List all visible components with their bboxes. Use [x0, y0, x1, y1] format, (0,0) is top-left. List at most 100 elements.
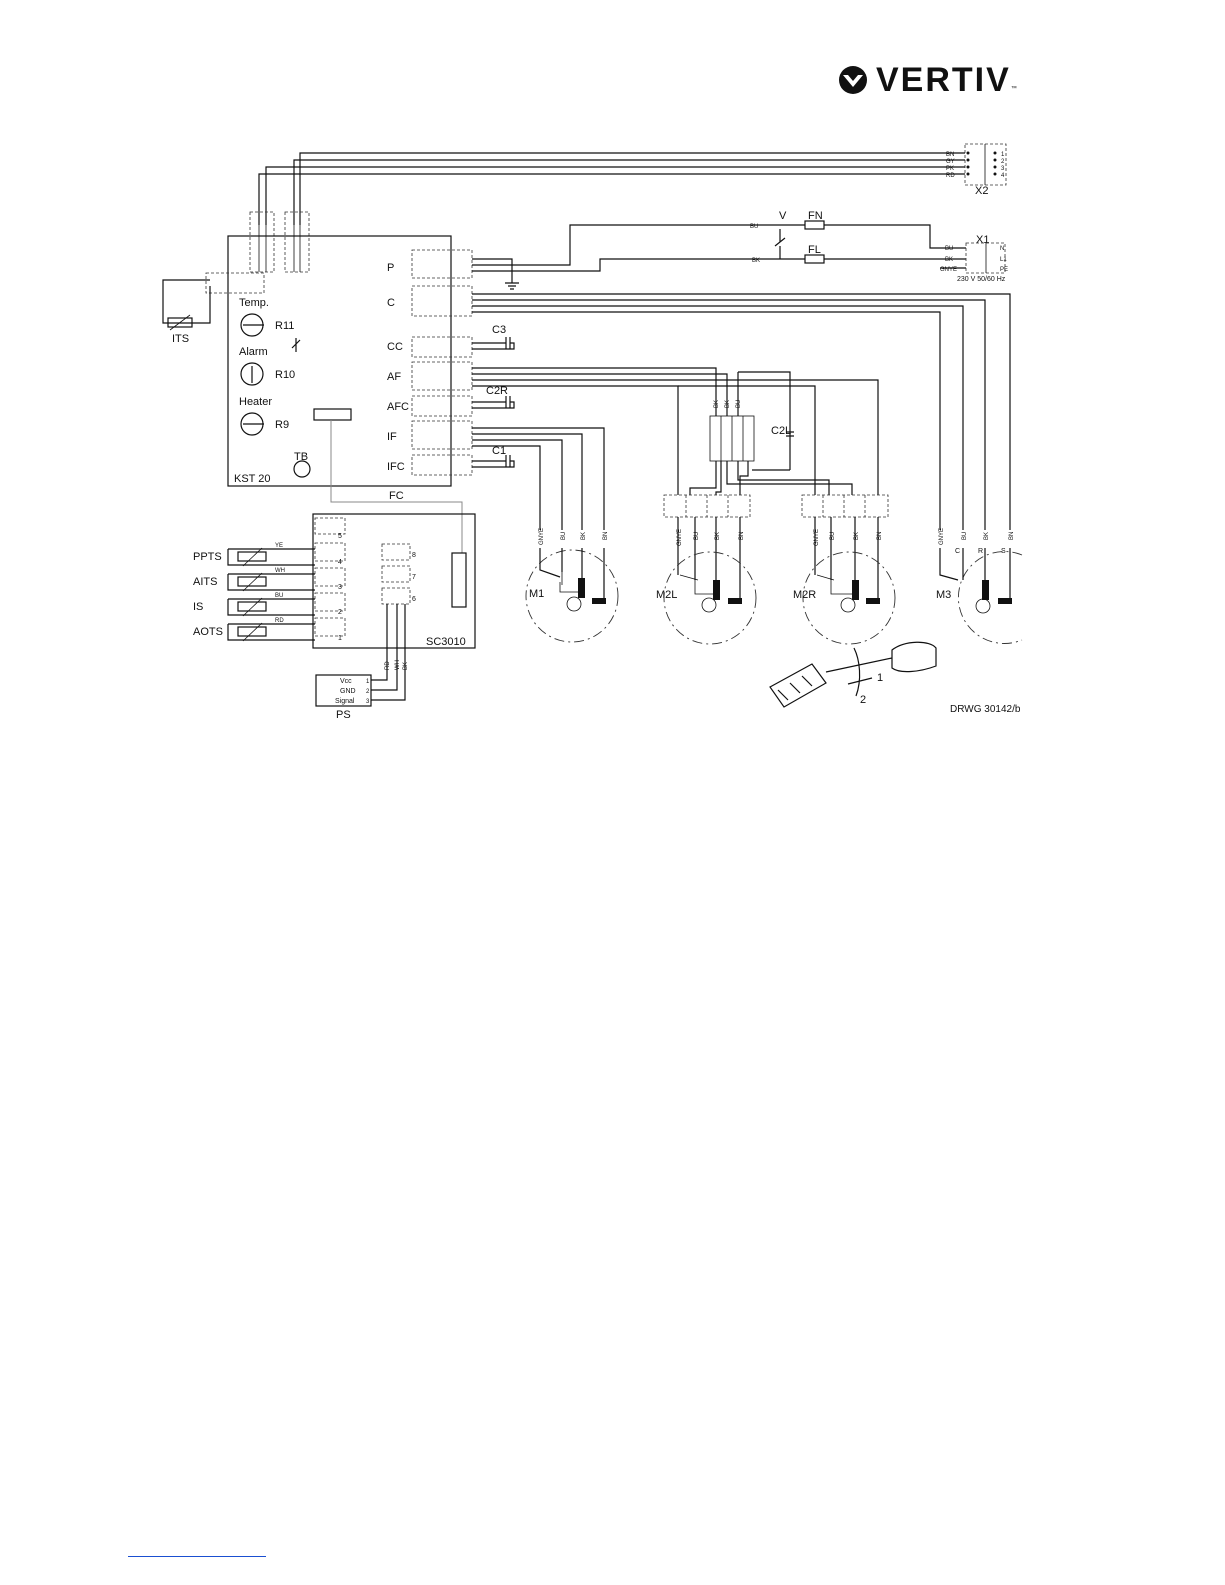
x1-connector: X1 BU BK GNYE N L1 PE 230 V 50/60 Hz — [940, 234, 1008, 283]
its-label: ITS — [172, 333, 189, 345]
ps-sensor: Vcc GND Signal 1 2 3 PS RD WH BK — [315, 604, 409, 721]
sc3010-board: SC3010 5 4 3 2 1 8 7 6 — [312, 513, 476, 649]
arrow-2-label: 2 — [860, 694, 866, 706]
supply-label: 230 V 50/60 Hz — [957, 276, 1006, 283]
svg-text:RD: RD — [946, 173, 955, 179]
sensors: PPTS YE AITS WH IS BU AOTS RD — [193, 543, 315, 642]
temp-label: Temp. — [239, 297, 269, 309]
svg-text:5: 5 — [338, 533, 342, 540]
r11-label: R11 — [275, 320, 294, 332]
fl-label: FL — [808, 244, 821, 256]
heater-label: Heater — [239, 396, 272, 408]
svg-text:BK: BK — [715, 532, 721, 540]
r9-label: R9 — [275, 419, 289, 431]
ifc-label: IFC — [387, 461, 405, 473]
svg-text:3: 3 — [338, 584, 342, 591]
v-label: V — [779, 210, 787, 222]
svg-text:BK: BK — [854, 532, 860, 540]
svg-text:4: 4 — [1001, 173, 1005, 179]
svg-text:WH: WH — [395, 660, 401, 670]
p-label: P — [387, 262, 394, 274]
x1-label: X1 — [976, 234, 989, 246]
af-wires — [472, 367, 879, 495]
fc-label: FC — [389, 490, 404, 502]
m2r-terminal-box — [801, 494, 889, 598]
svg-text:PK: PK — [946, 166, 954, 172]
svg-text:GY: GY — [946, 159, 955, 165]
svg-text:1: 1 — [338, 635, 342, 642]
svg-text:WH: WH — [275, 568, 285, 574]
svg-text:7: 7 — [412, 574, 416, 581]
x2-wires — [258, 152, 965, 225]
m2l-label: M2L — [656, 589, 677, 601]
svg-text:BK: BK — [752, 258, 760, 264]
svg-text:1: 1 — [1001, 152, 1005, 158]
svg-text:GNYE: GNYE — [939, 528, 945, 545]
m2r-label: M2R — [793, 589, 816, 601]
c-label: C — [387, 297, 395, 309]
tb-label: TB — [294, 451, 308, 463]
aits-label: AITS — [193, 576, 217, 588]
sc3010-label: SC3010 — [426, 636, 466, 648]
svg-text:PE: PE — [1000, 267, 1008, 273]
svg-text:BU: BU — [694, 532, 700, 540]
vertiv-chevron-icon — [839, 66, 867, 94]
motor-m2r: M2R GNYE BU BK BN — [793, 529, 896, 645]
x2-connector: X2 BN GY PK RD 1 2 3 4 — [946, 143, 1007, 197]
x2-label: X2 — [975, 185, 988, 197]
afc-label: AFC — [387, 401, 409, 413]
svg-text:BU: BU — [945, 246, 953, 252]
kst-top-connector-2 — [284, 211, 310, 273]
c-to-m3-wires — [472, 293, 1011, 530]
m1-label: M1 — [529, 588, 544, 600]
c3-label: C3 — [492, 324, 506, 336]
drawing-number: DRWG 30142/b — [950, 704, 1021, 715]
ps-label: PS — [336, 709, 351, 721]
svg-text:BU: BU — [561, 532, 567, 540]
svg-text:BN: BN — [603, 532, 609, 540]
screwdriver-illustration: 1 2 — [769, 641, 937, 708]
svg-text:BU: BU — [736, 400, 742, 408]
fn-label: FN — [808, 210, 823, 222]
svg-text:S: S — [1001, 548, 1006, 555]
svg-text:BK: BK — [945, 257, 953, 263]
svg-text:BU: BU — [750, 224, 758, 230]
kst20-label: KST 20 — [234, 473, 271, 485]
c1-label: C1 — [492, 445, 506, 457]
c2r-label: C2R — [486, 385, 508, 397]
svg-text:C: C — [955, 548, 960, 555]
svg-text:2: 2 — [366, 689, 370, 695]
alarm-label: Alarm — [239, 346, 268, 358]
r10-label: R10 — [275, 369, 295, 381]
motor-m3: M3 GNYE BU BK BN C R S — [936, 528, 1023, 644]
svg-text:Signal: Signal — [335, 698, 355, 705]
svg-text:RD: RD — [385, 661, 391, 670]
arrow-1-label: 1 — [877, 672, 883, 684]
svg-text:GNYE: GNYE — [814, 529, 820, 546]
svg-text:BK: BK — [725, 400, 731, 408]
svg-text:3: 3 — [366, 699, 370, 705]
vertiv-logo: VERTIV ™ — [836, 60, 1017, 99]
terminal-block: BK BK BU C2L — [689, 400, 853, 495]
its-sensor: ITS — [162, 279, 211, 345]
kst20-board: KST 20 Temp. R11 Alarm R10 Heater R9 TB — [205, 235, 452, 487]
trademark: ™ — [1010, 86, 1017, 92]
svg-text:BU: BU — [962, 532, 968, 540]
svg-text:YE: YE — [275, 543, 283, 549]
if-label: IF — [387, 431, 397, 443]
svg-text:BU: BU — [830, 532, 836, 540]
svg-text:GNYE: GNYE — [940, 267, 957, 273]
capacitors: C3 C2R C1 — [472, 324, 515, 468]
svg-text:BK: BK — [984, 532, 990, 540]
svg-text:6: 6 — [412, 596, 416, 603]
kst-connector-blocks: P C CC AF AFC IF IFC — [387, 249, 473, 476]
cc-label: CC — [387, 341, 403, 353]
svg-text:BU: BU — [275, 593, 283, 599]
svg-text:4: 4 — [338, 559, 342, 566]
svg-text:3: 3 — [1001, 166, 1005, 172]
footer-link-underline — [128, 1556, 266, 1557]
svg-text:1: 1 — [366, 679, 370, 685]
motor-m1: M1 GNYE BU BK BN — [525, 528, 619, 643]
is-label: IS — [193, 601, 203, 613]
logo-text: VERTIV — [876, 60, 1011, 99]
